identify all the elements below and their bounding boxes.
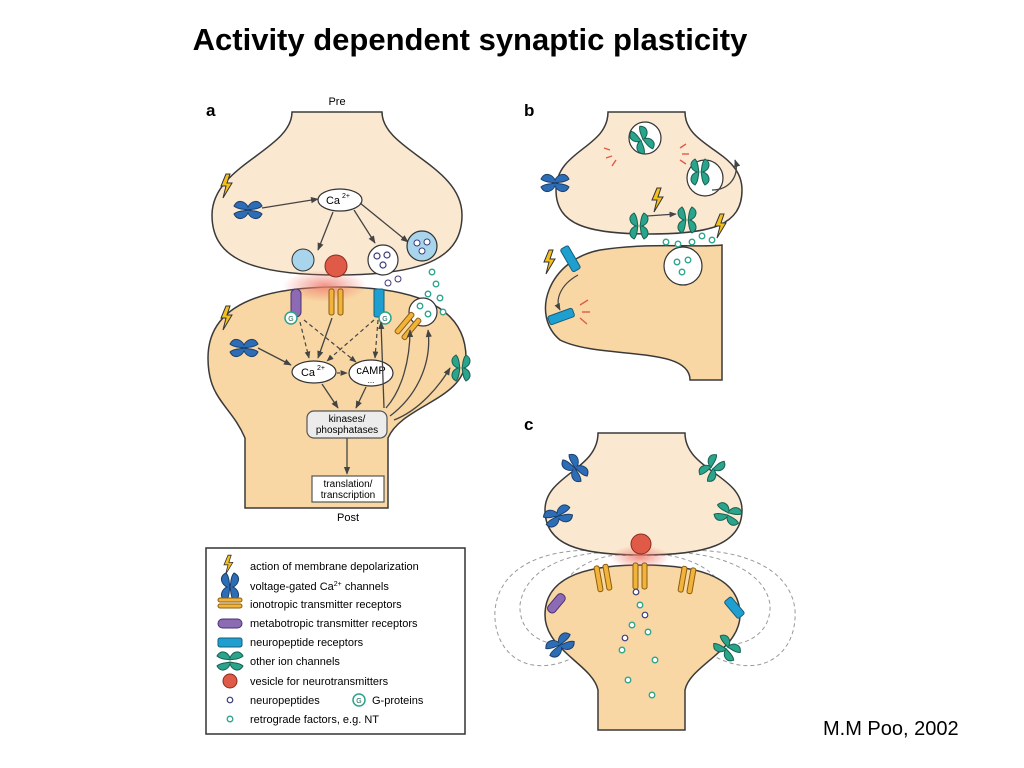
translation-box xyxy=(311,475,385,503)
postsynaptic-spine xyxy=(207,286,467,509)
retrograde-factors xyxy=(618,601,659,699)
svg-text:translation/: translation/ xyxy=(324,479,373,490)
retrograde-dot-icon xyxy=(226,715,234,723)
post-label: Post xyxy=(337,512,359,524)
citation: M.M Poo, 2002 xyxy=(823,718,959,740)
g-protein-icon xyxy=(352,693,366,707)
kinases-box xyxy=(306,410,388,439)
svg-text:neuropeptide receptors: neuropeptide receptors xyxy=(250,637,364,649)
metabotropic-receptor-icon xyxy=(217,618,243,629)
panel-a-letter: a xyxy=(206,101,216,120)
svg-text:other ion channels: other ion channels xyxy=(250,656,340,668)
lightning-icon xyxy=(543,249,556,275)
svg-text:vesicle for neurotransmitters: vesicle for neurotransmitters xyxy=(250,676,389,688)
ca-post-label: Ca xyxy=(301,367,316,379)
svg-text:retrograde factors, e.g. NT: retrograde factors, e.g. NT xyxy=(250,714,379,726)
panel-b-vesicle xyxy=(663,246,703,286)
svg-text:ionotropic transmitter recepto: ionotropic transmitter receptors xyxy=(250,599,402,611)
svg-text:action of membrane depolarizat: action of membrane depolarization xyxy=(250,561,419,573)
neuropeptide-dots xyxy=(621,588,649,642)
neuropeptide-receptor-icon xyxy=(560,245,581,273)
slide-title: Activity dependent synaptic plasticity xyxy=(192,22,748,57)
legend-box xyxy=(205,547,466,735)
transmitter-vesicle xyxy=(630,533,652,555)
svg-text:G: G xyxy=(382,316,387,323)
neuropeptide-dot-icon xyxy=(226,696,234,704)
retrograde-vesicle xyxy=(406,230,438,262)
ca-pre-superscript: 2+ xyxy=(342,193,350,200)
cleft-glow xyxy=(283,270,367,302)
pre-label: Pre xyxy=(328,96,345,108)
svg-text:voltage-gated Ca2+ channels: voltage-gated Ca2+ channels xyxy=(250,581,389,593)
ionotropic-receptor-icon xyxy=(217,597,243,603)
svg-text:phosphatases: phosphatases xyxy=(316,425,378,436)
panel-b-letter: b xyxy=(524,101,534,120)
panel-c-letter: c xyxy=(524,415,533,434)
ca-post-superscript: 2+ xyxy=(317,365,325,372)
g-protein-icon xyxy=(378,311,392,325)
panel-a: a Pre Ca 2+ xyxy=(206,96,471,524)
neuropeptide-receptor-icon xyxy=(547,307,575,326)
neuropeptide-receptor-icon xyxy=(724,596,745,619)
transmitter-vesicle xyxy=(324,254,348,278)
ca-post-bubble xyxy=(291,360,337,384)
svg-text:G-proteins: G-proteins xyxy=(372,695,424,707)
panel-c-postsynaptic xyxy=(544,564,741,731)
svg-text:G: G xyxy=(288,316,293,323)
vesicle-icon xyxy=(222,673,238,689)
svg-text:G: G xyxy=(356,698,361,705)
ca-pre-label: Ca xyxy=(326,195,341,207)
svg-text:metabotropic transmitter recep: metabotropic transmitter receptors xyxy=(250,618,418,630)
svg-text:neuropeptides: neuropeptides xyxy=(250,695,320,707)
neuropeptide-receptor-icon xyxy=(217,637,243,648)
panel-c: c xyxy=(494,415,796,731)
panel-b-presynaptic xyxy=(555,111,743,235)
g-protein-icon xyxy=(284,311,298,325)
neuropeptide-vesicle xyxy=(291,248,315,272)
svg-text:...: ... xyxy=(368,376,375,385)
svg-text:transcription: transcription xyxy=(321,490,375,501)
svg-text:kinases/: kinases/ xyxy=(329,414,366,425)
panel-b: b xyxy=(524,101,743,381)
metabotropic-receptor-icon xyxy=(547,593,566,614)
postsynaptic-vesicle xyxy=(408,297,438,327)
activity-burst xyxy=(579,143,689,325)
legend: action of membrane depolarization voltag… xyxy=(205,547,466,735)
cleft-glow xyxy=(610,545,670,569)
camp-label: cAMP xyxy=(356,365,385,377)
dense-core-vesicle xyxy=(367,244,399,276)
